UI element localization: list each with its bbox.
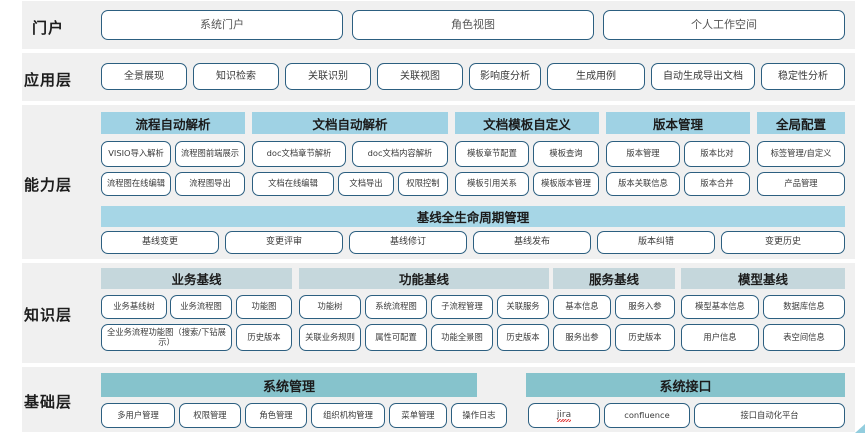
portal-item-1[interactable]: 角色视图 bbox=[352, 10, 594, 40]
capability-item-2-1[interactable]: 模板查询 bbox=[533, 141, 599, 167]
capability-item-3-0[interactable]: 版本管理 bbox=[606, 141, 680, 167]
knowledge-item-1-3[interactable]: 关联服务 bbox=[497, 295, 549, 319]
knowledge-item-1-4[interactable]: 关联业务规则 bbox=[299, 324, 361, 351]
knowledge-item-1-1[interactable]: 系统流程图 bbox=[365, 295, 427, 319]
knowledge-item-0-3[interactable]: 全业务流程功能图（搜索/下钻展示） bbox=[101, 324, 232, 351]
knowledge-group-header-2: 服务基线 bbox=[553, 268, 675, 289]
capability-item-1-2[interactable]: 文档在线编辑 bbox=[252, 172, 334, 196]
knowledge-item-2-3[interactable]: 历史版本 bbox=[615, 324, 675, 351]
knowledge-item-1-5[interactable]: 属性可配置 bbox=[365, 324, 427, 351]
knowledge-item-3-3[interactable]: 表空间信息 bbox=[763, 324, 845, 351]
application-item-3[interactable]: 关联视图 bbox=[377, 63, 463, 90]
knowledge-item-3-0[interactable]: 模型基本信息 bbox=[681, 295, 759, 319]
application-item-0[interactable]: 全景展现 bbox=[101, 63, 187, 90]
capability-item-1-4[interactable]: 权限控制 bbox=[398, 172, 448, 196]
foundation-item-1-0[interactable]: jira bbox=[528, 403, 600, 428]
capability-item-2-2[interactable]: 模板引用关系 bbox=[455, 172, 529, 196]
layer-label-foundation: 基础层 bbox=[23, 393, 72, 411]
foundation-item-0-1[interactable]: 权限管理 bbox=[179, 403, 241, 428]
lifecycle-item-3[interactable]: 基线发布 bbox=[473, 231, 591, 254]
capability-item-0-1[interactable]: 流程图前端展示 bbox=[175, 141, 245, 167]
layer-label-application: 应用层 bbox=[23, 71, 72, 89]
capability-item-3-3[interactable]: 版本合并 bbox=[684, 172, 750, 196]
layer-label-portal: 门户 bbox=[31, 19, 64, 37]
knowledge-item-1-0[interactable]: 功能树 bbox=[299, 295, 361, 319]
knowledge-item-1-2[interactable]: 子流程管理 bbox=[431, 295, 493, 319]
application-item-2[interactable]: 关联识别 bbox=[285, 63, 371, 90]
capability-group-header-2: 文档模板自定义 bbox=[455, 112, 599, 134]
jira-label: jira bbox=[556, 409, 572, 423]
lifecycle-item-2[interactable]: 基线修订 bbox=[349, 231, 467, 254]
foundation-group-header-1: 系统接口 bbox=[526, 373, 845, 397]
capability-item-1-0[interactable]: doc文档章节解析 bbox=[252, 141, 346, 167]
foundation-item-0-4[interactable]: 菜单管理 bbox=[389, 403, 447, 428]
lifecycle-item-1[interactable]: 变更评审 bbox=[225, 231, 343, 254]
lifecycle-item-0[interactable]: 基线变更 bbox=[101, 231, 219, 254]
foundation-item-1-1[interactable]: confluence bbox=[604, 403, 690, 428]
knowledge-group-header-1: 功能基线 bbox=[299, 268, 549, 289]
knowledge-item-1-6[interactable]: 功能全景图 bbox=[431, 324, 493, 351]
capability-item-1-1[interactable]: doc文档内容解析 bbox=[352, 141, 448, 167]
capability-item-0-0[interactable]: VISIO导入解析 bbox=[101, 141, 171, 167]
layer-label-knowledge: 知识层 bbox=[23, 306, 72, 324]
foundation-item-0-3[interactable]: 组织机构管理 bbox=[311, 403, 385, 428]
knowledge-item-3-2[interactable]: 用户信息 bbox=[681, 324, 759, 351]
lifecycle-item-5[interactable]: 变更历史 bbox=[721, 231, 845, 254]
knowledge-group-header-3: 模型基线 bbox=[681, 268, 845, 289]
capability-item-0-3[interactable]: 流程图导出 bbox=[175, 172, 245, 196]
foundation-item-0-5[interactable]: 操作日志 bbox=[451, 403, 507, 428]
application-item-4[interactable]: 影响度分析 bbox=[469, 63, 541, 90]
foundation-item-1-2[interactable]: 接口自动化平台 bbox=[694, 403, 845, 428]
capability-item-1-3[interactable]: 文档导出 bbox=[338, 172, 394, 196]
foundation-group-header-0: 系统管理 bbox=[101, 373, 477, 397]
knowledge-item-0-1[interactable]: 业务流程图 bbox=[170, 295, 232, 319]
capability-item-3-2[interactable]: 版本关联信息 bbox=[606, 172, 680, 196]
lifecycle-item-4[interactable]: 版本纠错 bbox=[597, 231, 715, 254]
knowledge-item-2-1[interactable]: 服务入参 bbox=[615, 295, 675, 319]
capability-item-4-1[interactable]: 产品管理 bbox=[757, 172, 845, 196]
application-item-1[interactable]: 知识检索 bbox=[193, 63, 279, 90]
knowledge-item-0-4[interactable]: 历史版本 bbox=[236, 324, 292, 351]
capability-group-header-3: 版本管理 bbox=[606, 112, 750, 134]
capability-group-header-1: 文档自动解析 bbox=[252, 112, 448, 134]
knowledge-item-2-0[interactable]: 基本信息 bbox=[553, 295, 611, 319]
capability-item-3-1[interactable]: 版本比对 bbox=[684, 141, 750, 167]
knowledge-item-1-7[interactable]: 历史版本 bbox=[497, 324, 549, 351]
knowledge-item-0-2[interactable]: 功能图 bbox=[236, 295, 292, 319]
application-item-5[interactable]: 生成用例 bbox=[547, 63, 645, 90]
portal-item-0[interactable]: 系统门户 bbox=[101, 10, 343, 40]
application-item-7[interactable]: 稳定性分析 bbox=[761, 63, 845, 90]
capability-item-4-0[interactable]: 标签管理/自定义 bbox=[757, 141, 845, 167]
portal-item-2[interactable]: 个人工作空间 bbox=[603, 10, 845, 40]
knowledge-item-3-1[interactable]: 数据库信息 bbox=[763, 295, 845, 319]
corner-accent-marker bbox=[855, 424, 865, 433]
capability-item-2-3[interactable]: 模板版本管理 bbox=[533, 172, 599, 196]
knowledge-group-header-0: 业务基线 bbox=[101, 268, 292, 289]
foundation-item-0-2[interactable]: 角色管理 bbox=[245, 403, 307, 428]
capability-item-2-0[interactable]: 模板章节配置 bbox=[455, 141, 529, 167]
foundation-item-0-0[interactable]: 多用户管理 bbox=[101, 403, 175, 428]
layer-label-capability: 能力层 bbox=[23, 176, 72, 194]
lifecycle-header: 基线全生命周期管理 bbox=[101, 206, 845, 227]
knowledge-item-0-0[interactable]: 业务基线树 bbox=[101, 295, 167, 319]
application-item-6[interactable]: 自动生成导出文档 bbox=[651, 63, 755, 90]
capability-item-0-2[interactable]: 流程图在线编辑 bbox=[101, 172, 171, 196]
capability-group-header-4: 全局配置 bbox=[757, 112, 845, 134]
capability-group-header-0: 流程自动解析 bbox=[101, 112, 245, 134]
knowledge-item-2-2[interactable]: 服务出参 bbox=[553, 324, 611, 351]
